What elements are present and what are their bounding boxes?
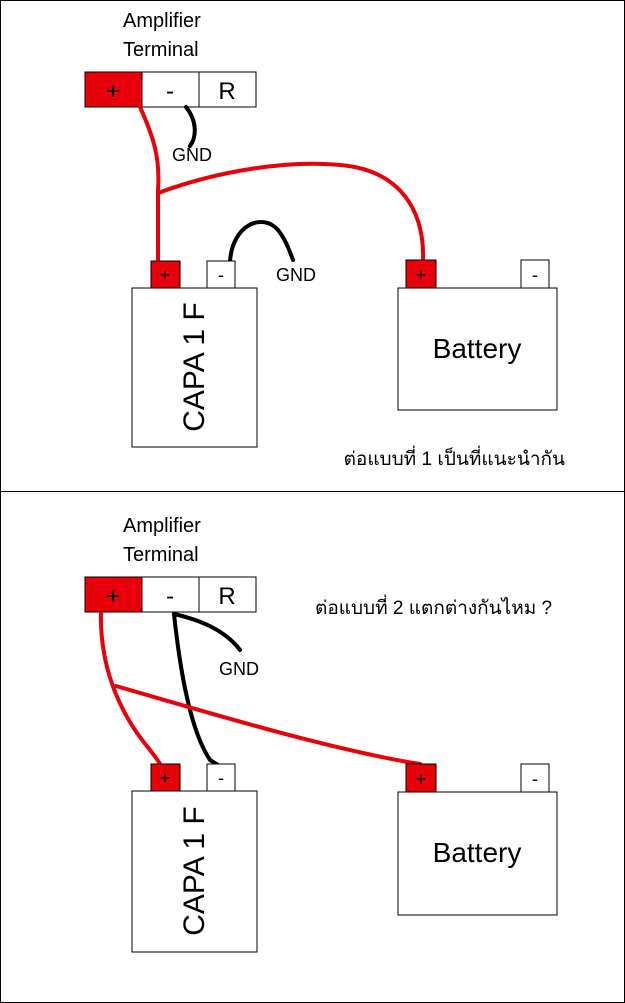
battery-minus-terminal <box>520 763 550 793</box>
capacitor-body <box>131 790 258 953</box>
capacitor-minus-label: - <box>218 265 224 285</box>
amp-minus-terminal <box>141 71 200 108</box>
amp-plus-terminal <box>84 71 143 108</box>
panel-1: Amplifier Terminal + - R GND GND + - CAP… <box>84 10 565 470</box>
amp-title-line1: Amplifier <box>123 10 201 32</box>
amp-ground-wire <box>172 612 242 652</box>
battery-plus-label: + <box>416 265 427 285</box>
amp-remote-terminal <box>198 576 257 613</box>
battery-minus-terminal <box>520 259 550 289</box>
amp-minus-terminal <box>141 576 200 613</box>
panel-2-frame <box>0 491 625 1003</box>
capacitor-label: CAPA 1 F <box>178 806 211 936</box>
battery-plus-terminal <box>405 763 437 793</box>
amp-plus-label: + <box>106 583 120 610</box>
battery-label: Battery <box>433 837 522 868</box>
gnd-label-cap: GND <box>276 265 316 285</box>
amp-minus-label: - <box>166 583 174 610</box>
gnd-label-amp: GND <box>219 659 259 679</box>
amp-remote-label: R <box>218 583 235 610</box>
amp-to-capacitor-ground-wire <box>172 612 220 767</box>
amp-plus-terminal <box>84 576 143 613</box>
battery-label: Battery <box>433 333 522 364</box>
gnd-label-amp: GND <box>172 145 212 165</box>
junction-to-battery-wire <box>114 684 422 766</box>
battery-minus-label: - <box>532 265 538 285</box>
capacitor-body <box>131 287 258 448</box>
junction-to-battery-wire <box>156 161 426 264</box>
amp-to-capacitor-wire <box>138 105 161 264</box>
amp-plus-label: + <box>106 78 120 105</box>
capacitor-plus-label: + <box>160 768 171 788</box>
amp-ground-wire <box>184 105 197 148</box>
capacitor-plus-label: + <box>160 265 171 285</box>
battery-plus-terminal <box>405 259 437 289</box>
battery-body <box>397 791 558 916</box>
capacitor-minus-terminal <box>206 763 236 792</box>
panel-1-note: ต่อแบบที่ 1 เป็นที่แนะนำกัน <box>344 445 565 470</box>
capacitor-ground-wire <box>228 219 295 264</box>
capacitor-plus-terminal <box>150 260 181 289</box>
battery-minus-label: - <box>532 769 538 789</box>
capacitor-plus-terminal <box>150 763 181 792</box>
amp-remote-terminal <box>198 71 257 108</box>
capacitor-minus-label: - <box>218 768 224 788</box>
amp-title-line2: Terminal <box>123 544 199 566</box>
battery-body <box>397 287 558 411</box>
capacitor-label: CAPA 1 F <box>178 302 211 432</box>
amp-minus-label: - <box>166 78 174 105</box>
panel-2-note: ต่อแบบที่ 2 แตกต่างกันไหม ? <box>315 594 552 619</box>
amp-to-capacitor-wire <box>98 612 162 766</box>
battery-plus-label: + <box>416 769 427 789</box>
amp-title-line2: Terminal <box>123 39 199 61</box>
amp-title-line1: Amplifier <box>123 515 201 537</box>
amp-remote-label: R <box>218 78 235 105</box>
panel-2: Amplifier Terminal + - R ต่อแบบที่ 2 แตก… <box>84 515 558 953</box>
